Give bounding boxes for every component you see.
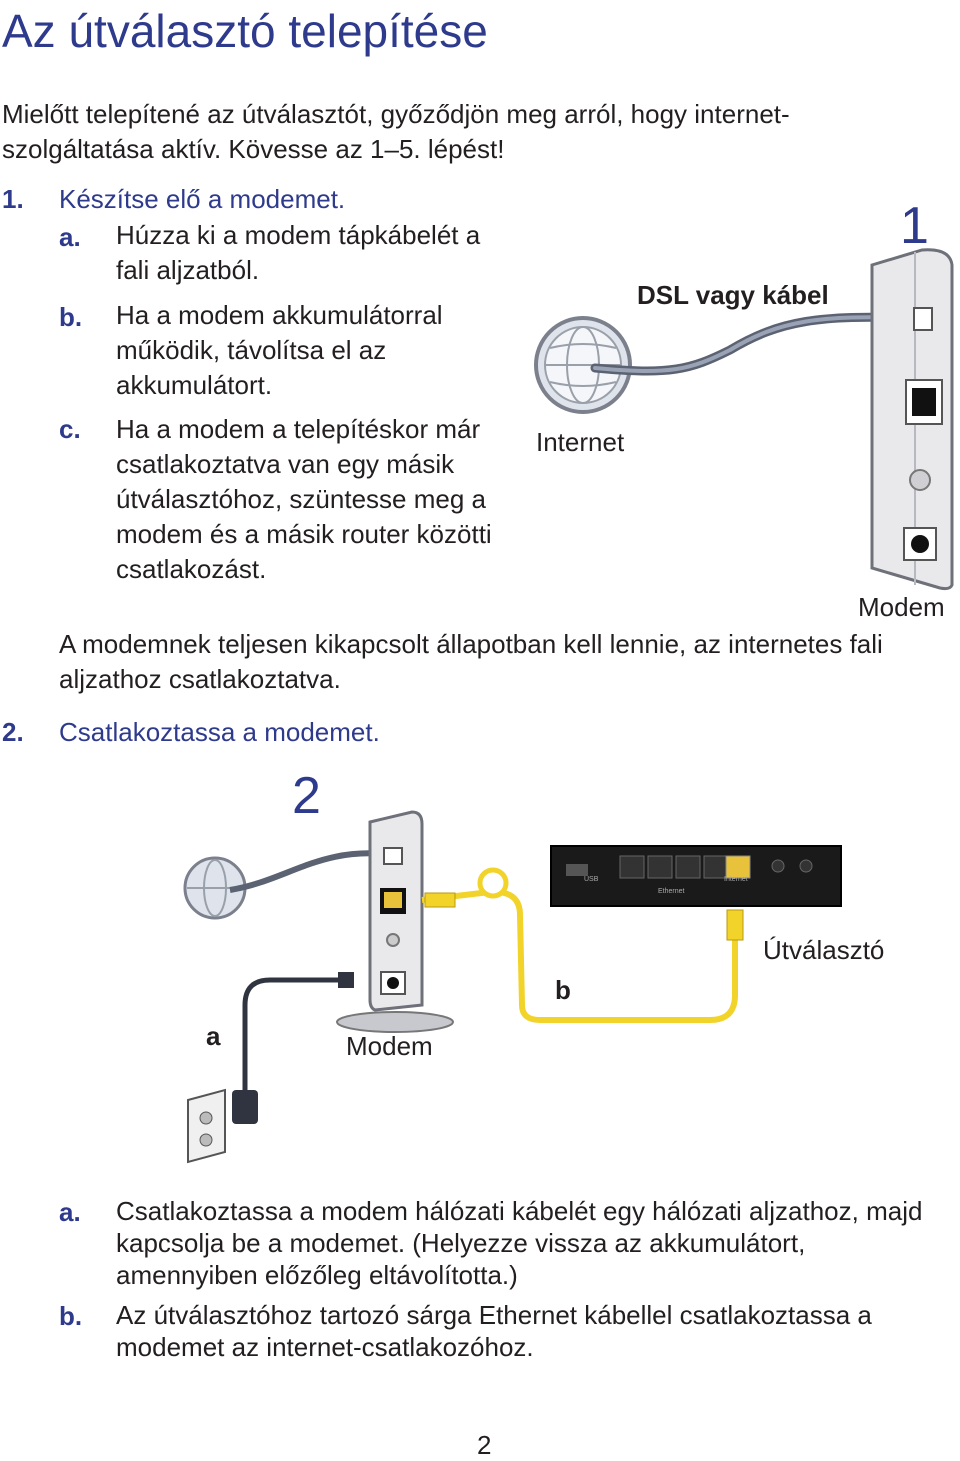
- step-number: 1.: [2, 184, 24, 214]
- figure-2-number: 2: [292, 767, 321, 825]
- router-label: Útválasztó: [763, 935, 885, 965]
- page-title: Az útválasztó telepítése: [2, 5, 488, 57]
- dsl-port-icon: [913, 307, 933, 331]
- globe-icon: [183, 856, 247, 920]
- router-device: [550, 845, 842, 907]
- step-2-number: 2.: [2, 717, 24, 747]
- dsl-cable: [590, 312, 917, 376]
- substep-text: Csatlakoztassa a modem hálózati kábelét …: [116, 1196, 923, 1290]
- step-1-title: Készítse elő a modemet.: [59, 184, 346, 214]
- figure-1-illustration: [534, 248, 954, 591]
- wall-socket-icon: [187, 1088, 226, 1164]
- substep-letter: b.: [59, 302, 83, 332]
- usb-port-icon: [566, 864, 588, 876]
- power-port-icon: [387, 977, 399, 989]
- modem-device: [368, 810, 424, 1012]
- power-plug-icon: [338, 972, 354, 988]
- globe-icon: [534, 316, 632, 414]
- power-cable: [242, 977, 350, 1090]
- intro-paragraph: Mielőtt telepítené az útválasztót, győző…: [2, 99, 790, 164]
- modem-label-1: Modem: [858, 592, 945, 622]
- step-2-title: Csatlakoztassa a modemet.: [59, 717, 380, 747]
- internet-label: Internet: [536, 427, 625, 457]
- internet-port-icon: [725, 855, 751, 879]
- figure-2-illustration: [183, 810, 842, 1164]
- step-1-heading: 1.: [2, 184, 24, 215]
- label-b: b: [555, 975, 571, 1005]
- ethernet-cable: [421, 888, 738, 1023]
- power-port-icon: [911, 535, 929, 553]
- router-port-label: Internet: [724, 876, 748, 883]
- substep-text: Ha a modem akkumulátorral működik, távol…: [116, 300, 443, 400]
- modem-device: [870, 248, 954, 591]
- reset-button-icon: [909, 469, 931, 491]
- page-number: 2: [477, 1430, 492, 1460]
- cable-label: DSL vagy kábel: [637, 280, 829, 310]
- substep-text: Ha a modem a telepítéskor már csatlakozt…: [116, 414, 492, 584]
- substep-text: Húzza ki a modem tápkábelét a fali aljza…: [116, 220, 481, 285]
- router-port-label: USB: [584, 876, 599, 883]
- substep-letter: b.: [59, 1301, 83, 1331]
- figure-1-number: 1: [900, 197, 929, 255]
- substep-letter: c.: [59, 414, 81, 444]
- step-1-note: A modemnek teljesen kikapcsolt állapotba…: [59, 629, 883, 694]
- modem-label-2: Modem: [346, 1031, 433, 1061]
- substep-text: Az útválasztóhoz tartozó sárga Ethernet …: [116, 1300, 872, 1362]
- router-ethernet-label: Ethernet: [658, 888, 685, 895]
- substep-letter: a.: [59, 222, 81, 252]
- substep-letter: a.: [59, 1197, 81, 1227]
- label-a: a: [206, 1021, 221, 1051]
- ethernet-port-icon: [912, 388, 936, 416]
